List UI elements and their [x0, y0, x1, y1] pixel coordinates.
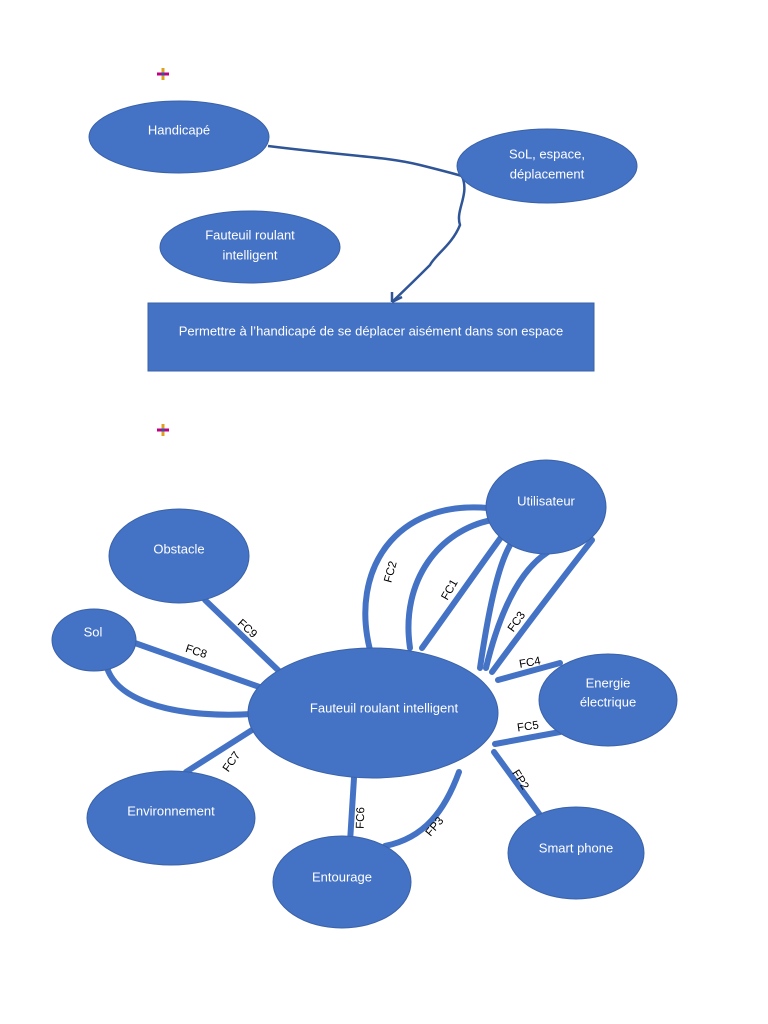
node-sol-label: Sol: [84, 624, 103, 639]
connector-line: [267, 144, 463, 178]
node-environnement-label: Environnement: [127, 803, 215, 818]
node-center: [247, 647, 499, 779]
node-utilisateur: [485, 459, 607, 555]
edge-fc7: [183, 727, 255, 775]
node-fauteuil-label-1: Fauteuil roulant: [205, 227, 295, 242]
node-sol-espace-label-1: SoL, espace,: [509, 146, 585, 161]
goal-box: [147, 302, 595, 372]
edge-fc3-b: [489, 537, 595, 675]
edge-u4: [477, 539, 515, 671]
arrow-line: [391, 175, 466, 303]
node-utilisateur-label: Utilisateur: [517, 493, 575, 508]
node-entourage: [272, 835, 412, 929]
arrow-head: [390, 292, 403, 304]
node-energie-label-2: électrique: [580, 694, 636, 709]
edge-label-fc4: FC4: [518, 655, 542, 671]
node-smartphone: [507, 806, 645, 900]
edge-fc2: [362, 504, 491, 653]
edge-label-fc6: FC6: [355, 807, 368, 829]
node-center-label: Fauteuil roulant intelligent: [310, 700, 459, 715]
node-smartphone-label: Smart phone: [539, 840, 613, 855]
node-handicape-label: Handicapé: [148, 122, 210, 137]
diagram-1: Handicapé SoL, espace, déplacement Faute…: [88, 100, 638, 372]
node-fauteuil: [159, 210, 341, 284]
node-energie-label-1: Energie: [586, 675, 631, 690]
node-environnement: [86, 770, 256, 866]
edge-label-fc7: FC7: [221, 750, 243, 775]
goal-box-label: Permettre à l’handicapé de se déplacer a…: [179, 323, 563, 338]
node-fauteuil-label-2: intelligent: [223, 247, 278, 262]
node-sol: [51, 608, 137, 672]
diagram-2: Obstacle Sol Utilisateur Energie électri…: [51, 459, 678, 929]
node-obstacle-label: Obstacle: [153, 541, 204, 556]
node-entourage-label: Entourage: [312, 869, 372, 884]
edge-fp2: [491, 749, 543, 818]
edge-label-fc8: FC8: [184, 643, 208, 661]
edge-fc3-a: [483, 549, 551, 671]
node-sol-espace-label-2: déplacement: [510, 166, 585, 181]
edge-label-fc2: FC2: [382, 560, 399, 584]
edge-label-fc5: FC5: [516, 720, 539, 735]
edge-fc4: [495, 660, 563, 683]
edge-fc8: [129, 639, 271, 693]
node-handicape: [88, 100, 270, 174]
edge-fc6: [347, 775, 357, 845]
edge-label-fp3: FP3: [424, 815, 447, 839]
node-energie: [538, 653, 678, 747]
edge-sol-curve: [103, 661, 255, 718]
node-sol-espace: [456, 128, 638, 204]
edge-fc9: [202, 597, 283, 675]
node-obstacle: [108, 508, 250, 604]
edge-fp3: [382, 769, 462, 849]
anchor-marker-icon: [157, 424, 169, 436]
anchor-marker-icon: [157, 68, 169, 80]
edge-fc1: [405, 517, 495, 651]
edge-fc5: [492, 729, 563, 747]
